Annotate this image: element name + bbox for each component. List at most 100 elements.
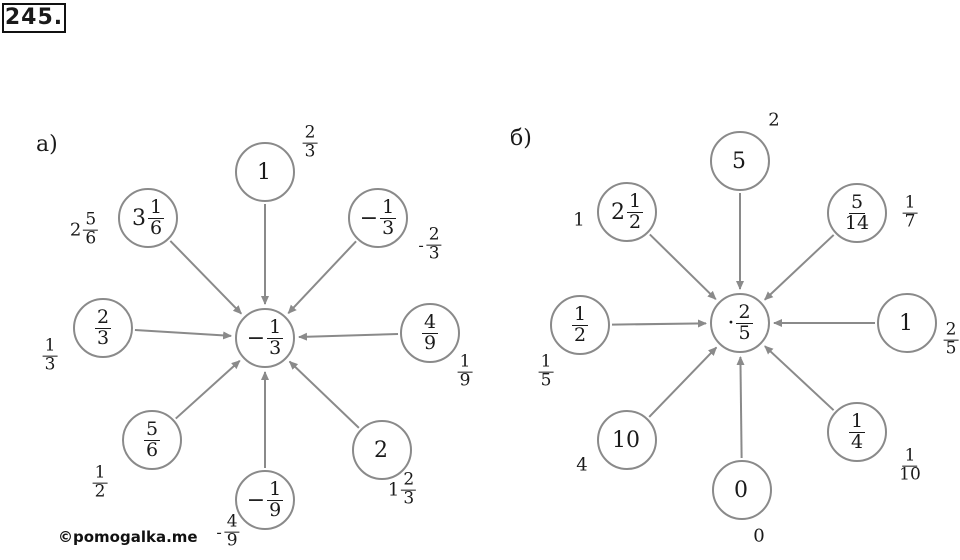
arrow-a-top-right [287, 240, 357, 314]
whole-part: 0 [753, 525, 765, 547]
whole-part: 3 [131, 205, 146, 231]
whole-part: 1 [257, 159, 271, 185]
sign: − [246, 487, 266, 513]
answer-b-bottom-left: 4 [576, 455, 589, 476]
numerator: 1 [267, 315, 284, 339]
whole-part: 2 [768, 109, 780, 131]
numerator: 1 [267, 477, 284, 501]
denominator: 5 [738, 321, 751, 344]
arrow-b-bottom-right [764, 345, 835, 411]
node-a-top: 1 [235, 142, 295, 202]
arrow-b-top-right [764, 234, 835, 301]
whole-part: 10 [612, 427, 640, 453]
numerator: 1 [380, 195, 397, 219]
denominator: 3 [428, 243, 440, 264]
denominator: 9 [423, 331, 437, 354]
numerator: 2 [302, 122, 318, 144]
numerator: 5 [143, 417, 161, 441]
watermark: ©pomogalka.me [58, 528, 198, 546]
denominator: 3 [44, 354, 56, 375]
answer-b-top: 2 [768, 110, 781, 131]
whole-part: 2 [374, 437, 388, 463]
denominator: 6 [85, 228, 97, 249]
numerator: 2 [94, 305, 112, 329]
numerator: 4 [224, 511, 240, 533]
denominator: 3 [304, 141, 316, 162]
arrow-b-bottom [736, 355, 745, 459]
node-b-top: 5 [710, 131, 770, 191]
denominator: 14 [844, 211, 870, 234]
numerator: 2 [401, 469, 417, 491]
whole-part: 2 [69, 219, 82, 241]
denominator: 6 [149, 216, 163, 239]
numerator: 1 [92, 462, 108, 484]
whole-part: 4 [576, 454, 588, 476]
denominator: 4 [850, 430, 864, 453]
denominator: 9 [226, 530, 238, 551]
part-b-label: б) [510, 126, 532, 151]
numerator: 5 [83, 209, 99, 231]
denominator: 7 [904, 211, 916, 232]
denominator: 10 [899, 464, 921, 485]
denominator: 9 [269, 498, 282, 521]
numerator: 1 [626, 189, 644, 213]
arrow-a-right [297, 332, 399, 341]
answer-b-top-left: 1 [573, 210, 586, 231]
arrow-b-left [611, 319, 708, 328]
numerator: 5 [848, 190, 866, 214]
denominator: 2 [94, 481, 106, 502]
arrow-b-bottom-left [648, 346, 718, 418]
answer-b-bottom: 0 [753, 526, 766, 547]
sign: − [246, 325, 266, 351]
numerator: 2 [943, 319, 959, 341]
sign: - [216, 522, 222, 542]
whole-part: 2 [610, 199, 625, 225]
numerator: 4 [421, 310, 439, 334]
node-b-right: 1 [877, 293, 937, 353]
part-a-label: а) [36, 132, 58, 157]
node-a-bottom-right: 2 [352, 420, 412, 480]
arrow-a-top-left [169, 240, 242, 315]
denominator: 3 [96, 326, 110, 349]
node-b-bottom: 0 [712, 460, 772, 520]
numerator: 1 [902, 192, 918, 214]
denominator: 3 [269, 336, 282, 359]
whole-part: 5 [732, 148, 746, 174]
numerator: 1 [571, 302, 589, 326]
node-b-bottom-left: 10 [597, 410, 657, 470]
sign: · [727, 310, 735, 336]
